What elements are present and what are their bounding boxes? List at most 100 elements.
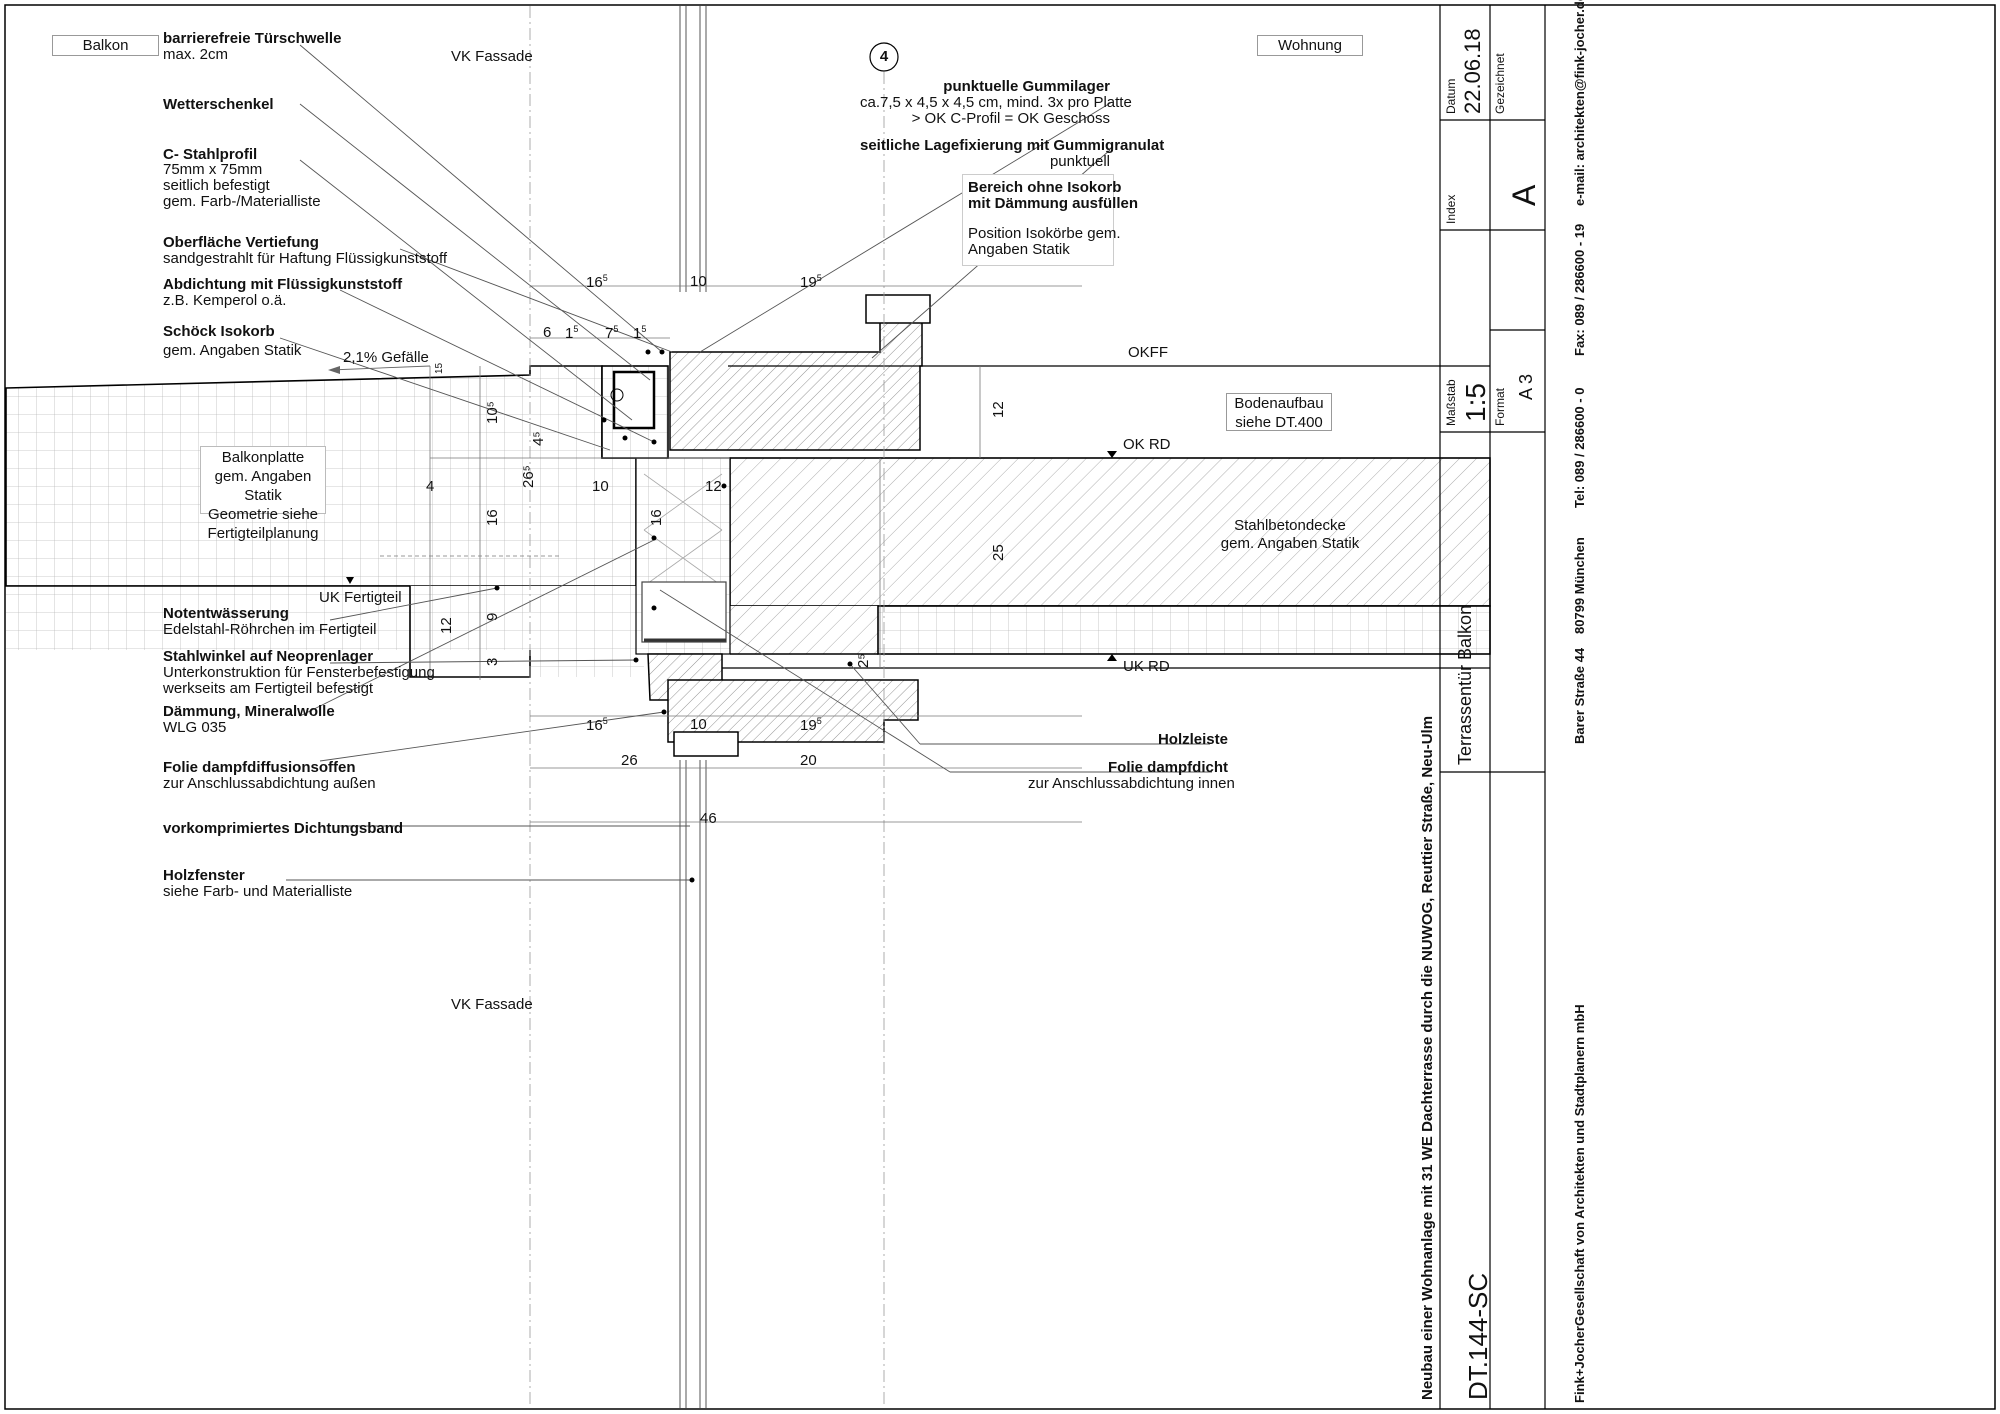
lagefixierung-sub: punktuell	[1049, 153, 1110, 170]
datum-label: Datum	[1444, 78, 1458, 114]
daemmung-sub: WLG 035	[163, 719, 227, 736]
dim-bot-20: 20	[800, 752, 817, 769]
stahlwinkel-line2: werkseits am Fertigteil befestigt	[163, 680, 374, 697]
gummilager-line1: ca.7,5 x 4,5 x 4,5 cm, mind. 3x pro Plat…	[860, 94, 1132, 111]
bereich-line1: Bereich ohne Isokorb	[968, 179, 1122, 196]
gezeichnet-label: Gezeichnet	[1493, 53, 1507, 114]
bodenaufbau-line2: siehe DT.400	[1235, 414, 1323, 431]
dim-bot-165: 165	[586, 716, 608, 734]
wetterschenkel-label: Wetterschenkel	[163, 96, 274, 113]
dim-v-25-small: 2⁵	[855, 653, 872, 668]
uk-rd-label: UK RD	[1123, 658, 1170, 675]
dichtungsband-label: vorkomprimiertes Dichtungsband	[163, 820, 404, 837]
office-subtitle: Gesellschaft von Architekten und Stadtpl…	[1572, 1004, 1587, 1326]
dim-v-16b: 16	[648, 509, 665, 526]
dim-top-195: 195	[800, 273, 822, 291]
isokorb-title: Schöck Isokorb	[163, 323, 275, 340]
massstab-label: Maßstab	[1444, 379, 1458, 426]
dim-mid-12: 12	[705, 478, 722, 495]
dim-v-12-left: 12	[438, 617, 455, 634]
bereich-line2: mit Dämmung ausfüllen	[968, 195, 1139, 212]
drawing-title: Terrassentür Balkon	[1455, 604, 1475, 765]
dim-v-16a: 16	[484, 509, 501, 526]
bodenaufbau-label: Bodenaufbau siehe DT.400	[1226, 393, 1332, 431]
stahlprofil-line3: gem. Farb-/Materialliste	[163, 193, 321, 210]
stahlbetondecke-line2: gem. Angaben Statik	[1220, 535, 1360, 552]
balkonplatte-line3: Geometrie siehe	[207, 506, 319, 523]
project-title: Neubau einer Wohnanlage mit 31 WE Dachte…	[1419, 715, 1436, 1400]
office-fax: Fax: 089 / 286600 - 19	[1572, 223, 1587, 356]
position-line1: Position Isokörbe gem.	[968, 225, 1121, 242]
okff-label: OKFF	[1128, 344, 1168, 361]
dimension-lines	[380, 285, 1082, 823]
lagefixierung-title: seitliche Lagefixierung mit Gummigranula…	[860, 137, 1165, 154]
title-block-frame	[1439, 5, 1546, 1409]
dim-v-9: 9	[484, 612, 501, 621]
dim-row2-75: 75	[605, 324, 619, 342]
dim-top-165: 165	[586, 273, 608, 291]
office-tel: Tel: 089 / 286600 - 0	[1572, 387, 1587, 508]
vk-fassade-bottom: VK Fassade	[451, 996, 533, 1013]
dim-bot-10: 10	[690, 716, 707, 733]
bodenaufbau-line1: Bodenaufbau	[1234, 395, 1324, 412]
stahlprofil-line2: seitlich befestigt	[163, 177, 270, 194]
tuerschwelle-title: barrierefreie Türschwelle	[163, 30, 342, 47]
office-city: 80799 München	[1572, 537, 1587, 634]
dim-row2-6: 6	[543, 324, 552, 341]
dim-row2-15a: 15	[565, 324, 579, 342]
holzleiste-label: Holzleiste	[1157, 731, 1228, 748]
office-email: e-mail: architekten@fink-jocher.de	[1572, 0, 1587, 206]
axis-4-marker	[869, 42, 899, 72]
isokorb-note-box	[962, 174, 1114, 266]
stahlbetondecke-shape	[729, 457, 1491, 607]
index-value: A	[1506, 184, 1542, 206]
vertiefung-title: Oberfläche Vertiefung	[163, 234, 319, 251]
folie-aussen-sub: zur Anschlussabdichtung außen	[163, 775, 376, 792]
abdichtung-title: Abdichtung mit Flüssigkunststoff	[163, 276, 403, 293]
dim-v-265: 26⁵	[520, 465, 537, 488]
notentwaesserung-sub: Edelstahl-Röhrchen im Fertigteil	[163, 621, 377, 638]
balkonplatte-label: Balkonplatte gem. Angaben Statik Geometr…	[200, 446, 326, 542]
abdichtung-sub: z.B. Kemperol o.ä.	[163, 292, 287, 309]
dim-v-15: 15	[434, 362, 445, 374]
ok-rd-label: OK RD	[1123, 436, 1171, 453]
drawing-number: DT.144-SC	[1463, 1272, 1493, 1400]
dim-v-12-right: 12	[990, 401, 1007, 418]
stahlwinkel-title: Stahlwinkel auf Neoprenlager	[163, 648, 374, 665]
daemmung-title: Dämmung, Mineralwolle	[163, 703, 335, 720]
folie-innen-title: Folie dampfdicht	[1108, 759, 1228, 776]
index-label: Index	[1444, 194, 1458, 224]
massstab-value: 1:5	[1460, 383, 1491, 422]
gefaelle-label: 2,1% Gefälle	[343, 349, 429, 366]
office-name: Fink+Jocher	[1572, 1326, 1587, 1403]
vertiefung-sub: sandgestrahlt für Haftung Flüssigkunstst…	[163, 250, 448, 267]
gummilager-title: punktuelle Gummilager	[943, 78, 1110, 95]
vk-fassade-top: VK Fassade	[451, 48, 533, 65]
tuerschwelle-sub: max. 2cm	[163, 46, 229, 63]
stahlbetondecke-label: Stahlbetondecke gem. Angaben Statik	[1215, 517, 1365, 553]
dim-top-10: 10	[690, 273, 707, 290]
glass-pane	[679, 6, 707, 1408]
holzfenster-title: Holzfenster	[163, 867, 245, 884]
folie-aussen-title: Folie dampfdiffusionsoffen	[163, 759, 356, 776]
stahlprofil-line1: 75mm x 75mm	[163, 161, 263, 178]
balkon-label: Balkon	[52, 35, 159, 56]
folie-innen-sub: zur Anschlussabdichtung innen	[1028, 775, 1235, 792]
dim-mid-4: 4	[426, 478, 435, 495]
format-value: A 3	[1516, 373, 1536, 400]
dim-bot-195: 195	[800, 716, 822, 734]
holzfenster-sub: siehe Farb- und Materialliste	[163, 883, 353, 900]
notentwaesserung-title: Notentwässerung	[163, 605, 289, 622]
dim-mid-10: 10	[592, 478, 609, 495]
dim-v-105: 10⁵	[484, 401, 501, 424]
position-line2: Angaben Statik	[968, 241, 1070, 258]
axis-4-label: 4	[879, 48, 889, 65]
stahlwinkel-line1: Unterkonstruktion für Fensterbefestigung	[163, 664, 435, 681]
stahlbetondecke-line1: Stahlbetondecke	[1234, 517, 1346, 534]
sheet-border	[4, 4, 1996, 1410]
wohnung-label: Wohnung	[1257, 35, 1363, 56]
gummilager-line2: > OK C-Profil = OK Geschoss	[911, 110, 1110, 127]
dim-row2-15b: 15	[633, 324, 647, 342]
